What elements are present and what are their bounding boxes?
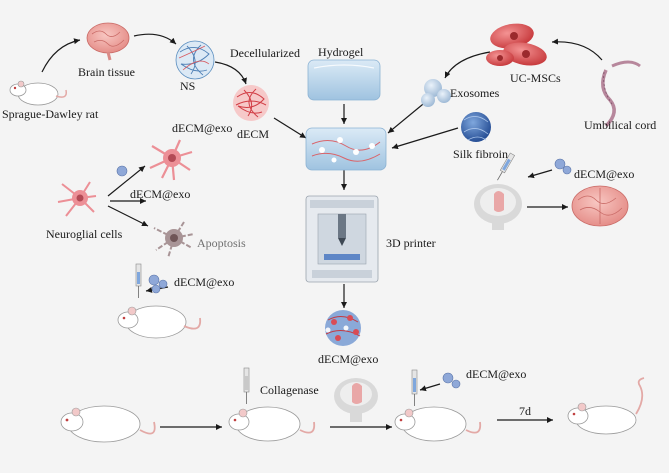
label-hydrogel: Hydrogel [318,45,364,59]
3d-printer-icon [305,195,379,283]
label-neuroglial: Neuroglial cells [46,227,123,241]
umbilical-cord-icon [601,60,641,128]
arrow-exosomes-to-gel [387,99,429,134]
silk-fibroin-icon [461,112,491,142]
label-uc-mscs: UC-MSCs [510,71,561,85]
neuron-icon [149,139,193,181]
arrow-neuroglia-down [107,205,149,227]
label-silk-fibroin: Silk fibroin [453,147,509,161]
arrow-ns-to-decm [214,61,247,85]
label-brain-tissue: Brain tissue [78,65,135,79]
rat-icon [567,377,645,435]
arrow-brain-to-ns [133,33,177,45]
ns-fiber-icon [175,40,215,80]
decm-exo-particle-icon [554,158,572,175]
decm-exo-particle-icon [148,274,168,294]
exosome-icon [421,79,451,107]
hydrogel-icon [307,59,381,101]
label-decm-exo-cells: dECM@exo [130,187,191,201]
brain-icon [571,185,629,227]
rat-icon [394,406,482,442]
apoptotic-neuron-icon [153,221,195,259]
syringe-icon [135,263,142,298]
rat-icon [9,80,68,106]
label-decellularized: Decellularized [230,46,300,60]
brain-icon [86,22,130,61]
skull-brain-icon [334,378,378,422]
syringe-icon [497,152,516,181]
arrow-cord-to-cells [551,38,603,61]
arrow-cells-to-exosomes [444,51,491,79]
label-decm-exo-bottom: dECM@exo [466,367,527,381]
label-apoptosis: Apoptosis [197,236,246,250]
label-decm-exo-product: dECM@exo [318,352,379,366]
neuron-icon [57,181,97,217]
label-collagenase: Collagenase [260,383,319,397]
arrow-exo-to-bottom-syringe [419,383,441,392]
composite-gel-icon [305,127,387,171]
syringe-icon [411,369,418,406]
label-exosomes: Exosomes [450,86,500,100]
rat-icon [117,305,202,339]
syringe-icon [243,367,250,404]
label-decm-exo-rat: dECM@exo [174,275,235,289]
skull-brain-icon [474,184,522,230]
decm-fiber-icon [233,85,269,121]
label-printer: 3D printer [386,236,436,250]
label-umbilical-cord: Umbilical cord [584,118,657,132]
label-days: 7d [519,404,531,418]
label-decm-exo-top: dECM@exo [172,121,233,135]
decm-exo-particle-icon [442,372,461,389]
arrow-decm-to-hydrogel [273,117,307,139]
arrows [41,33,603,430]
arrow-silk-to-gel [391,127,459,150]
rat-icon [60,405,156,443]
label-ns: NS [180,79,196,93]
label-rat: Sprague-Dawley rat [2,107,99,121]
decm-exo-particle-icon [325,310,361,346]
arrow-exo-to-skull-syringe [527,169,553,179]
decm-exo-particle-icon [116,165,128,177]
rat-icon [228,406,316,442]
label-decm-exo-brain: dECM@exo [574,167,635,181]
uc-msc-cells-icon [486,23,547,66]
arrow-rat-to-brain [41,38,81,73]
label-decm: dECM [237,127,270,141]
arrow-neuroglia-up [107,165,146,197]
